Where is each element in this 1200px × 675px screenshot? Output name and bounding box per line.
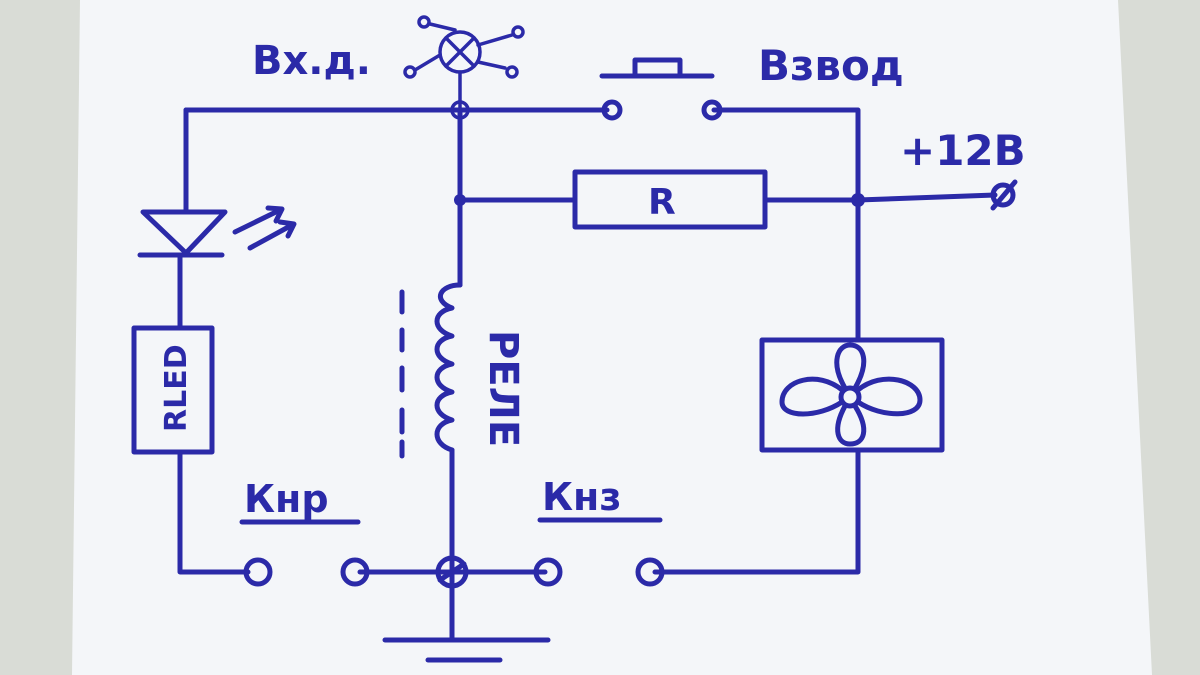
relay-coil-symbol <box>399 282 463 459</box>
led-symbol <box>137 205 297 258</box>
arm-label: Взвод <box>758 41 904 90</box>
input-label: Вх.д. <box>252 38 371 84</box>
relay-contacts <box>239 517 665 589</box>
supply-label: +12В <box>900 126 1026 175</box>
led-resistor-symbol <box>131 325 215 455</box>
contact-no-label: Кнз <box>542 475 621 519</box>
contact-nc-label: Кнр <box>244 477 329 521</box>
supply-terminal <box>990 179 1018 211</box>
resistor-label: R <box>648 182 676 223</box>
junction-dots <box>454 193 865 207</box>
paper-sheet <box>72 0 1152 675</box>
ground-symbol <box>382 637 551 663</box>
led-resistor-label: RLED <box>159 344 194 432</box>
relay-label: РЕЛЕ <box>480 330 526 447</box>
fan-symbol <box>759 337 945 453</box>
resistor-symbol <box>572 169 768 230</box>
arm-button-symbol <box>599 57 723 121</box>
input-sensor-symbol <box>403 15 525 120</box>
